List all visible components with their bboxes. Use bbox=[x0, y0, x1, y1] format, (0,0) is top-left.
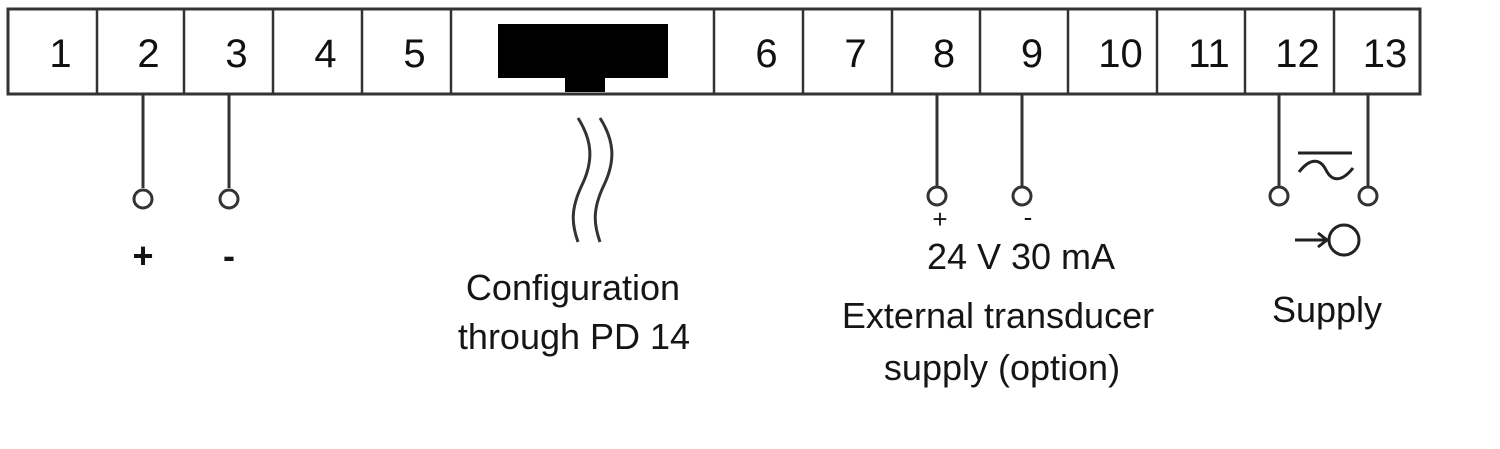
pd14-connector-icon bbox=[498, 24, 668, 92]
terminal-number-7: 7 bbox=[844, 32, 866, 76]
supply-leads bbox=[1268, 94, 1379, 207]
terminal-number-12: 12 bbox=[1275, 32, 1320, 76]
terminal-number-2: 2 bbox=[137, 32, 159, 76]
transducer-label-line2: supply (option) bbox=[883, 347, 1121, 388]
configuration-label-line2: through PD 14 bbox=[457, 316, 691, 357]
terminal-12-pin-icon bbox=[1268, 185, 1290, 207]
terminal-2-pin-icon bbox=[132, 188, 154, 210]
terminal-number-9: 9 bbox=[1021, 32, 1043, 76]
transducer-label-line1: External transducer bbox=[841, 295, 1155, 336]
input-leads bbox=[132, 94, 240, 210]
configuration-label-line1: Configuration bbox=[465, 267, 681, 308]
terminal-number-10: 10 bbox=[1098, 32, 1143, 76]
terminal-number-6: 6 bbox=[755, 32, 777, 76]
transducer-plus-label: + bbox=[932, 204, 948, 234]
terminal-9-pin-icon bbox=[1011, 185, 1033, 207]
terminal-number-13: 13 bbox=[1363, 32, 1408, 76]
terminal-3-pin-icon bbox=[218, 188, 240, 210]
input-minus-label: - bbox=[223, 235, 235, 276]
terminal-8-pin-icon bbox=[926, 185, 948, 207]
terminal-number-4: 4 bbox=[314, 32, 336, 76]
terminal-number-11: 11 bbox=[1188, 32, 1230, 76]
arrow-circle-input-icon bbox=[1295, 223, 1361, 257]
terminal-13-pin-icon bbox=[1357, 185, 1379, 207]
terminal-number-3: 3 bbox=[225, 32, 247, 76]
terminal-number-1: 1 bbox=[49, 32, 71, 76]
terminal-number-5: 5 bbox=[403, 32, 425, 76]
wavy-cable-icon bbox=[571, 117, 614, 243]
supply-label: Supply bbox=[1271, 289, 1383, 330]
terminal-number-8: 8 bbox=[933, 32, 955, 76]
terminal-dividers bbox=[95, 9, 1336, 94]
transducer-leads bbox=[926, 94, 1033, 207]
transducer-minus-label: - bbox=[1023, 202, 1033, 232]
ac-dc-symbol-icon bbox=[1297, 151, 1355, 181]
transducer-rating: 24 V 30 mA bbox=[926, 236, 1116, 277]
input-plus-label: + bbox=[132, 235, 154, 276]
